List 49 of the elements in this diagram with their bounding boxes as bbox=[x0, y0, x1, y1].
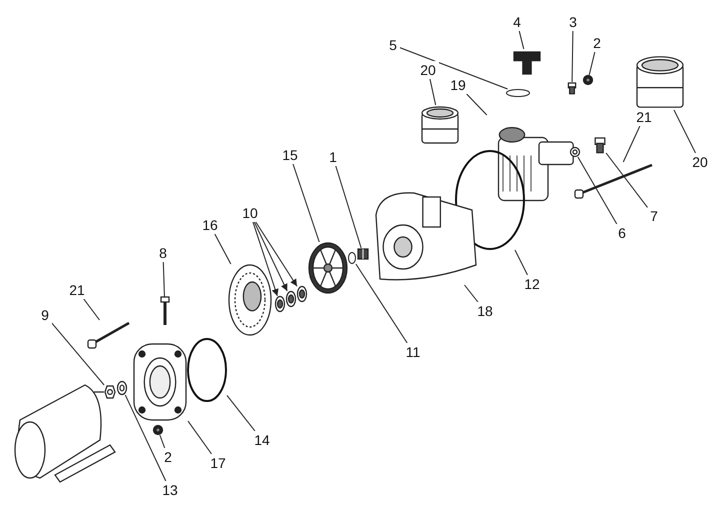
leader-line bbox=[292, 164, 320, 242]
diffuser-drawing bbox=[228, 264, 272, 336]
leader-line bbox=[162, 262, 165, 298]
leader-line bbox=[355, 264, 408, 344]
plug-drawing bbox=[592, 137, 608, 153]
leader-line bbox=[51, 322, 105, 386]
leader-line bbox=[674, 110, 696, 154]
leader-line bbox=[124, 394, 166, 482]
bearing-drawing bbox=[297, 286, 307, 302]
shaft-seal-drawing bbox=[357, 248, 369, 260]
bolt-drawing bbox=[575, 162, 655, 198]
leader-line bbox=[335, 166, 362, 248]
nut-drawing bbox=[153, 425, 163, 435]
leader-arrow bbox=[252, 222, 278, 296]
leader-line bbox=[429, 78, 436, 106]
union-nut-drawing bbox=[635, 54, 685, 110]
lid-knob-drawing bbox=[513, 49, 541, 75]
union-drawing bbox=[420, 105, 460, 145]
leader-arrow bbox=[254, 222, 288, 292]
o-ring bbox=[506, 89, 530, 97]
leader-line bbox=[214, 234, 232, 264]
leader-line bbox=[464, 284, 478, 302]
leader-line bbox=[159, 434, 166, 448]
leader-line bbox=[226, 394, 256, 432]
leader-line bbox=[622, 126, 640, 162]
leader-line bbox=[606, 152, 648, 208]
leader-line bbox=[588, 52, 596, 76]
nut-drawing bbox=[583, 75, 593, 85]
impeller-drawing bbox=[308, 242, 348, 294]
leader-line bbox=[572, 30, 574, 82]
seal-plate-drawing bbox=[132, 342, 188, 422]
bolt-drawing bbox=[88, 320, 132, 348]
leader-line bbox=[466, 94, 488, 116]
leader-line bbox=[188, 420, 212, 454]
bearing-drawing bbox=[275, 296, 285, 312]
washer-drawing bbox=[570, 147, 580, 157]
bearing-drawing bbox=[286, 291, 296, 307]
leader-arrow bbox=[255, 222, 298, 287]
leader-line bbox=[514, 250, 528, 276]
leader-line bbox=[577, 156, 618, 224]
o-ring bbox=[348, 252, 356, 264]
bolt-drawing bbox=[160, 297, 170, 327]
nut-drawing bbox=[104, 385, 116, 399]
gasket-ring bbox=[187, 338, 227, 402]
drain-plug-drawing bbox=[566, 82, 578, 94]
washer-drawing bbox=[117, 381, 127, 395]
leader-line bbox=[399, 47, 508, 90]
leader-line bbox=[83, 298, 100, 320]
leader-line bbox=[518, 30, 524, 50]
